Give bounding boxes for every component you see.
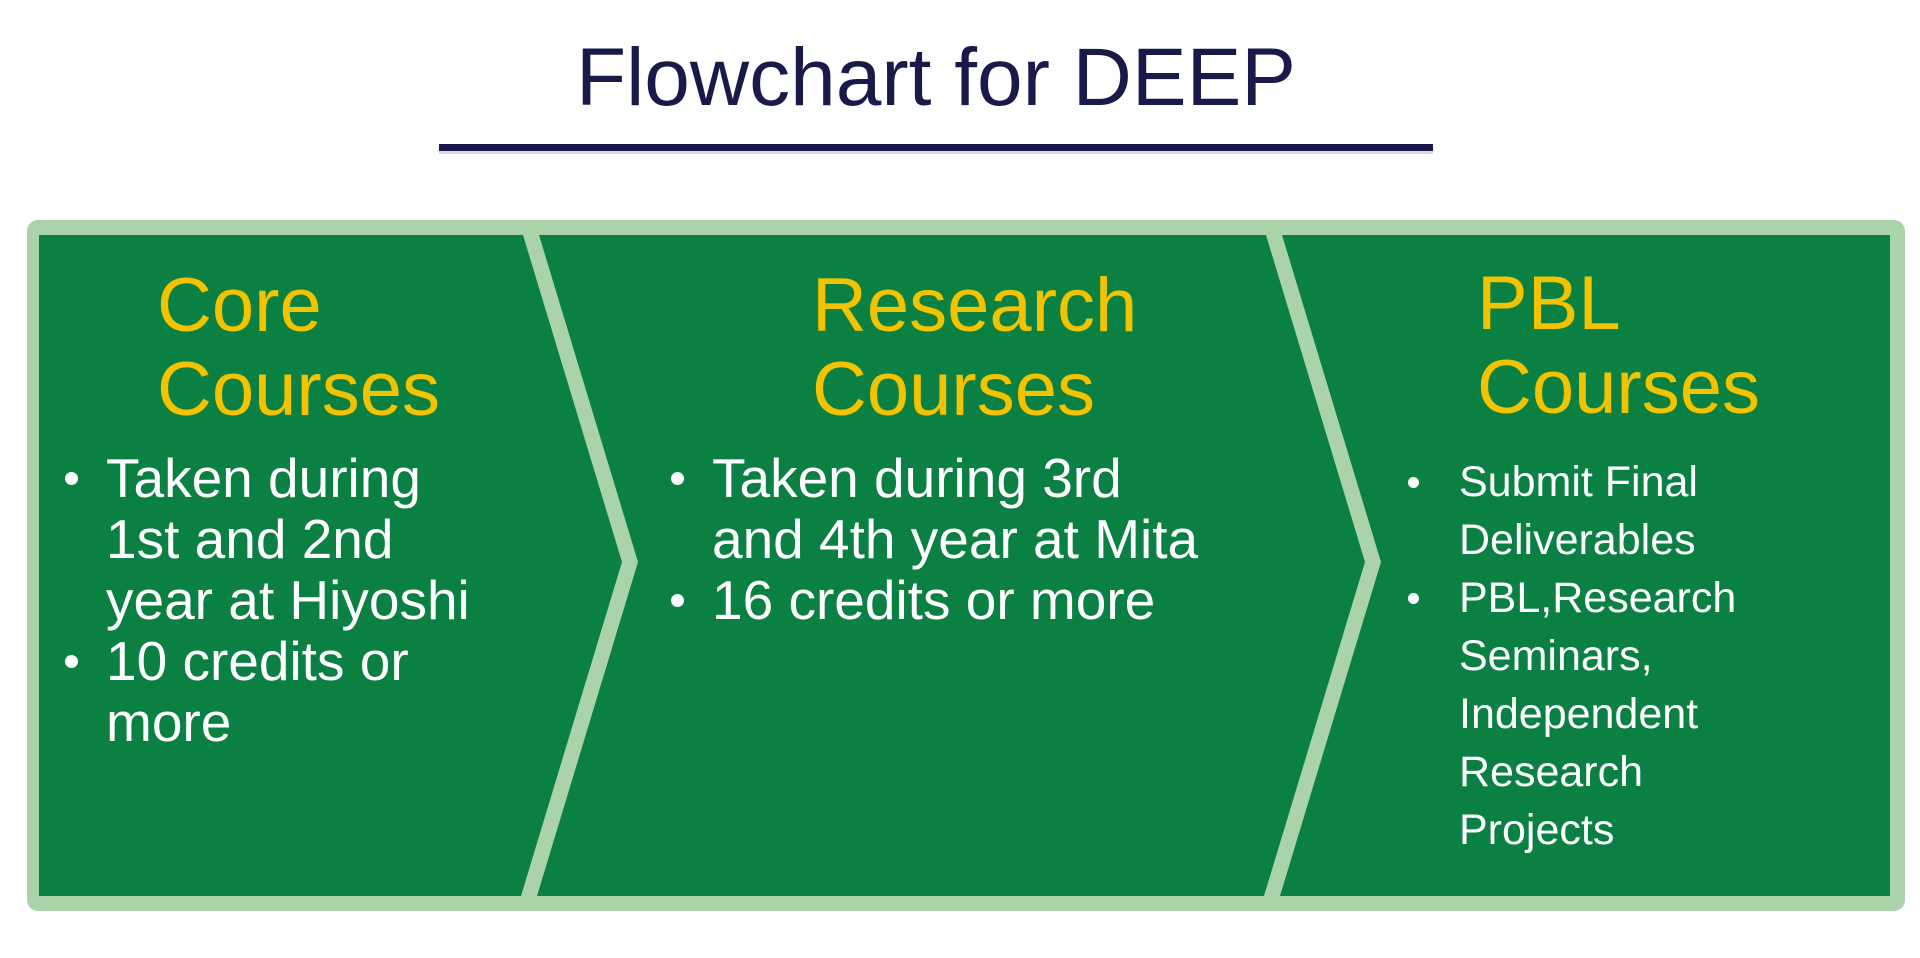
bullet-dot-icon [1408,477,1419,488]
panel-research-bullet-list: Taken during 3rd and 4th year at Mita 16… [671,448,1198,631]
chevron-shape-core [39,235,622,896]
bullet-item: Taken during 1st and 2nd year at Hiyoshi [65,448,470,631]
panel-pbl-bullet-list: Submit Final Deliverables PBL,Research S… [1408,453,1736,859]
bullet-text: 16 credits or more [712,569,1156,631]
panel-core-heading: Core Courses [157,263,440,432]
bullet-item: 10 credits or more [65,631,470,753]
panel-core-bullet-list: Taken during 1st and 2nd year at Hiyoshi… [65,448,470,753]
chevron-shape-pbl [1280,235,1890,896]
bullet-text: Taken during 3rd and 4th year at Mita [712,447,1199,570]
bullet-dot-icon [671,594,684,607]
bullet-text: Taken during 1st and 2nd year at Hiyoshi [106,447,470,631]
bullet-dot-icon [671,472,684,485]
bullet-text: PBL,Research Seminars, Independent Resea… [1459,574,1737,854]
title-block: Flowchart for DEEP [439,0,1433,160]
bullet-item: PBL,Research Seminars, Independent Resea… [1408,569,1736,859]
bullet-item: Submit Final Deliverables [1408,453,1736,569]
bullet-text: 10 credits or more [106,630,409,753]
bullet-dot-icon [65,472,78,485]
bullet-item: 16 credits or more [671,570,1198,631]
panel-research-heading: Research Courses [812,263,1138,432]
chevron-shape-research [537,235,1365,896]
bullet-item: Taken during 3rd and 4th year at Mita [671,448,1198,570]
bullet-dot-icon [65,655,78,668]
page-title: Flowchart for DEEP [576,32,1296,123]
title-underline [439,144,1433,151]
panel-pbl-heading: PBL Courses [1477,261,1760,430]
bullet-text: Submit Final Deliverables [1459,458,1698,564]
bullet-dot-icon [1408,593,1419,604]
